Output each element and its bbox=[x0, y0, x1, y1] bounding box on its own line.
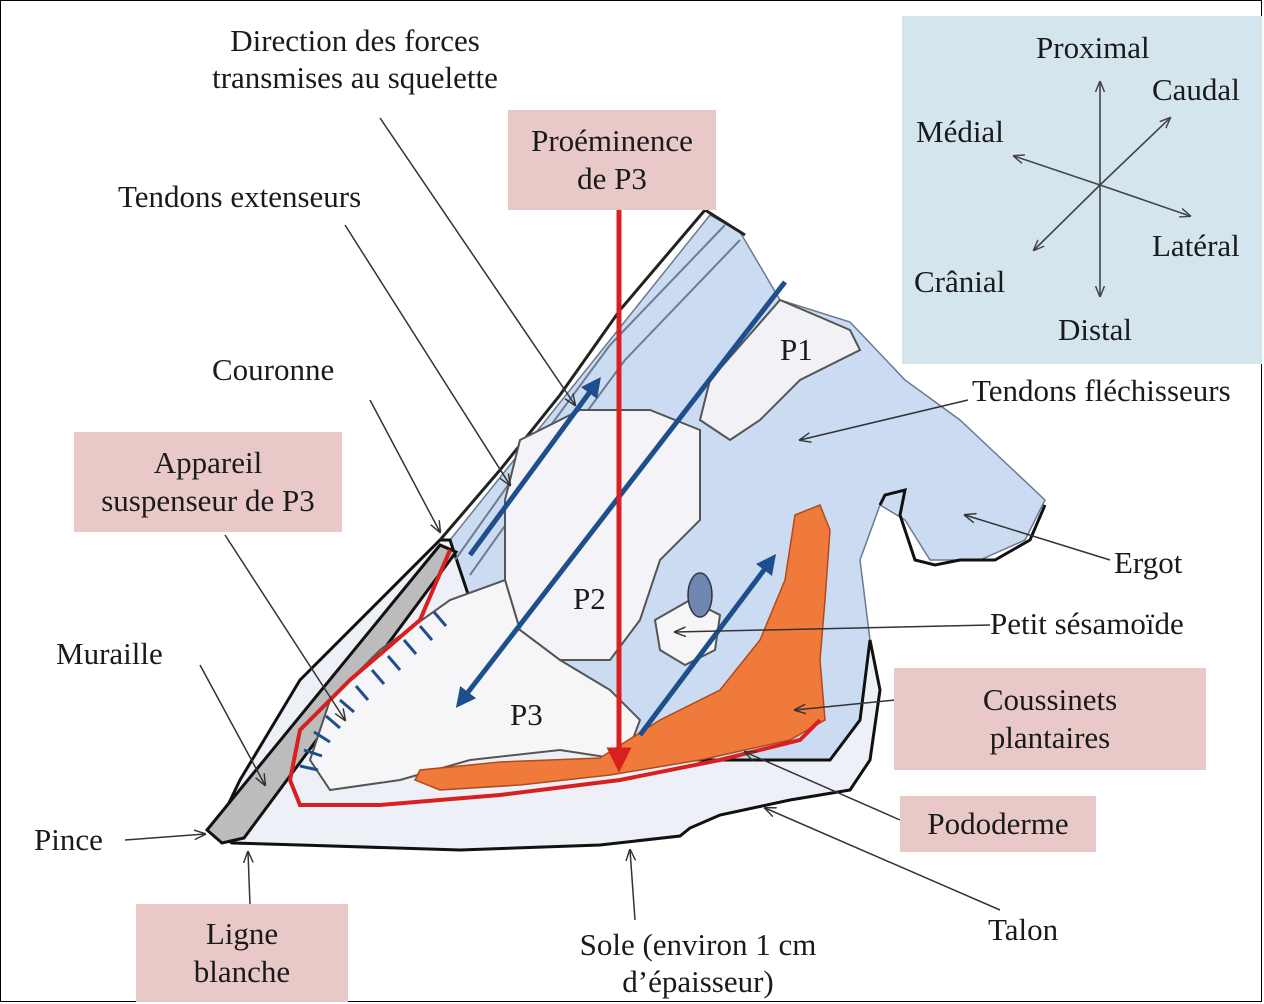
suspensory-line1: Appareil bbox=[154, 444, 262, 482]
white-line-line2: blanche bbox=[194, 953, 290, 991]
flexor-tendons-label: Tendons fléchisseurs bbox=[972, 372, 1231, 409]
p1-label: P1 bbox=[780, 331, 813, 368]
forces-label-line2: transmises au squelette bbox=[190, 59, 520, 96]
legend-distal: Distal bbox=[1058, 312, 1132, 348]
sole-label-line2: d’épaisseur) bbox=[548, 963, 848, 1000]
legend-lateral: Latéral bbox=[1152, 228, 1240, 264]
pododerm-line1: Pododerme bbox=[927, 805, 1068, 843]
forces-label: Direction des forces transmises au squel… bbox=[190, 22, 520, 96]
p3-prominence-line1: Proéminence bbox=[531, 122, 693, 160]
digital-cushion-box: Coussinets plantaires bbox=[894, 668, 1206, 770]
sole-label-line1: Sole (environ 1 cm bbox=[548, 926, 848, 963]
orientation-legend: Proximal Caudal Médial Latéral Crânial D… bbox=[902, 16, 1262, 364]
sole-label: Sole (environ 1 cm d’épaisseur) bbox=[548, 926, 848, 1000]
white-line-box: Ligne blanche bbox=[136, 904, 348, 1002]
digital-cushion-line1: Coussinets bbox=[983, 681, 1117, 719]
legend-proximal: Proximal bbox=[1036, 30, 1150, 66]
suspensory-apparatus-box: Appareil suspenseur de P3 bbox=[74, 432, 342, 532]
toe-label: Pince bbox=[34, 821, 103, 858]
legend-medial: Médial bbox=[916, 114, 1004, 150]
digital-cushion-line2: plantaires bbox=[990, 719, 1111, 757]
p2-label: P2 bbox=[573, 580, 606, 617]
navicular-label: Petit sésamoïde bbox=[990, 605, 1184, 642]
wall-label: Muraille bbox=[56, 635, 163, 672]
legend-cranial: Crânial bbox=[914, 264, 1005, 300]
p3-prominence-line2: de P3 bbox=[577, 160, 647, 198]
legend-caudal: Caudal bbox=[1152, 72, 1240, 108]
extensor-tendons-label: Tendons extenseurs bbox=[118, 178, 361, 215]
white-line-line1: Ligne bbox=[206, 915, 278, 953]
suspensory-line2: suspenseur de P3 bbox=[101, 482, 315, 520]
ergot-label: Ergot bbox=[1114, 544, 1182, 581]
p3-label: P3 bbox=[510, 696, 543, 733]
p3-prominence-box: Proéminence de P3 bbox=[508, 110, 716, 210]
heel-label: Talon bbox=[988, 911, 1058, 948]
pododerm-box: Pododerme bbox=[900, 796, 1096, 852]
forces-label-line1: Direction des forces bbox=[190, 22, 520, 59]
navicular-ligament bbox=[688, 573, 712, 617]
coronet-label: Couronne bbox=[212, 351, 334, 388]
